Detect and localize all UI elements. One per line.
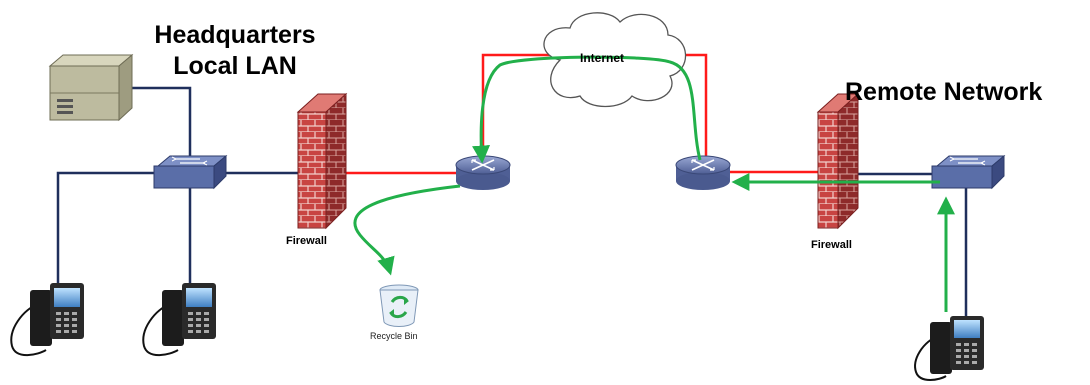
- server-icon: [48, 53, 134, 122]
- lan-links: [56, 86, 968, 318]
- switch-icon: [931, 154, 1006, 190]
- firewall-left-label: Firewall: [286, 235, 327, 247]
- link-server-switch: [128, 86, 192, 168]
- router-icon: [455, 155, 511, 190]
- ip-phone-icon: [142, 283, 216, 357]
- headquarters-title-line1: Headquarters: [154, 21, 316, 49]
- traffic-path: [353, 55, 955, 312]
- recycle-bin-icon: [379, 284, 419, 327]
- remote-network-title: Remote Network: [845, 78, 1043, 106]
- link-switch-phone1: [56, 171, 158, 283]
- cloud-icon: [543, 12, 687, 108]
- traffic-router-through-internet: [472, 55, 702, 164]
- wan-links: [345, 53, 818, 175]
- internet-label: Internet: [580, 51, 625, 65]
- firewall-icon: [296, 92, 348, 230]
- ip-phone-icon: [914, 316, 984, 381]
- router-icon: [675, 155, 731, 190]
- firewall-right-label: Firewall: [811, 239, 852, 251]
- headquarters-title-line2: Local LAN: [173, 52, 297, 80]
- link-router-internet-left: [481, 53, 555, 165]
- headquarters-title: Headquarters Local LAN: [120, 20, 350, 82]
- ip-phone-icon: [10, 283, 84, 357]
- firewall-icon: [816, 92, 860, 230]
- traffic-to-recycle-bin: [353, 184, 461, 276]
- switch-icon: [153, 154, 228, 190]
- recycle-bin-label: Recycle Bin: [370, 331, 418, 341]
